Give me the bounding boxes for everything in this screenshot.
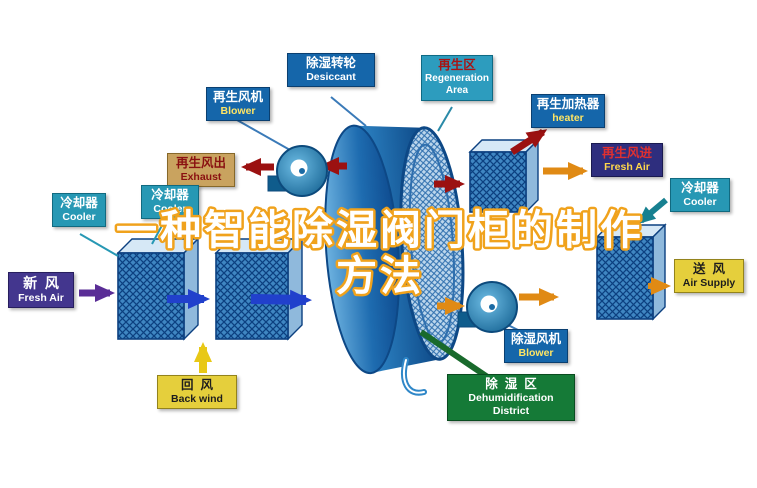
label-regen-heater-en: heater	[552, 112, 584, 125]
label-regeneration-area-en: Regeneration Area	[425, 73, 489, 97]
label-regen-blower-zh: 再生风机	[212, 90, 263, 104]
air-unit-center	[214, 237, 304, 341]
label-dehumid-district-en1: Dehumidification	[468, 392, 554, 405]
label-dehumid-blower-en: Blower	[518, 347, 554, 360]
label-regen-blower-en: Blower	[220, 105, 256, 118]
arrow-cooler-to-box	[637, 197, 668, 225]
air-unit-left	[116, 237, 200, 341]
regen-unit-box	[468, 138, 540, 214]
label-regen-heater-zh: 再生加热器	[536, 97, 600, 111]
label-regen-fresh-air-en: Fresh Air	[604, 161, 650, 174]
label-exhaust: 再生风出 Exhaust	[167, 153, 235, 188]
label-cooler-mid-en: Cooler	[153, 203, 187, 216]
desiccant-wheel	[324, 124, 465, 375]
label-air-supply-zh: 送 风	[693, 262, 725, 276]
label-dehumid-district: 除 湿 区 Dehumidification District	[447, 374, 575, 421]
label-cooler-right-zh: 冷却器	[681, 181, 719, 195]
label-regeneration-area: 再生区 Regeneration Area	[421, 55, 493, 101]
label-cooler-right-en: Cooler	[683, 196, 717, 209]
label-desiccant-en: Desiccant	[306, 71, 356, 84]
label-back-wind: 回 风 Back wind	[157, 375, 237, 410]
label-dehumid-blower: 除湿风机 Blower	[504, 329, 568, 364]
label-dehumid-blower-zh: 除湿风机	[510, 332, 561, 346]
supply-unit-box	[595, 223, 667, 321]
ribbon-flourish-icon	[401, 357, 427, 396]
label-desiccant-zh: 除湿转轮	[305, 56, 356, 70]
label-cooler-mid-zh: 冷却器	[151, 188, 189, 202]
label-cooler-mid: 冷却器 Cooler	[141, 185, 199, 220]
label-back-wind-en: Back wind	[171, 393, 223, 406]
label-dehumid-district-zh: 除 湿 区	[485, 377, 537, 391]
airflow-arrows	[79, 129, 671, 373]
dehumid-fan	[457, 281, 518, 333]
label-fresh-air-zh: 新 风	[23, 275, 59, 291]
label-exhaust-en: Exhaust	[180, 171, 222, 184]
label-regen-fresh-air: 再生风进 Fresh Air	[591, 143, 663, 178]
label-air-supply: 送 风 Air Supply	[674, 259, 744, 294]
label-regen-fresh-air-zh: 再生风进	[601, 146, 652, 160]
label-fresh-air: 新 风 Fresh Air	[8, 272, 74, 308]
label-fresh-air-en: Fresh Air	[18, 292, 64, 305]
regen-fan	[267, 145, 328, 197]
label-back-wind-zh: 回 风	[181, 378, 213, 392]
label-exhaust-zh: 再生风出	[175, 156, 226, 170]
label-desiccant: 除湿转轮 Desiccant	[287, 53, 375, 88]
label-cooler-left-zh: 冷却器	[60, 196, 98, 210]
arrow-box-to-heater	[510, 129, 548, 155]
label-regen-blower: 再生风机 Blower	[206, 87, 270, 122]
pointer-lines	[79, 96, 533, 381]
label-air-supply-en: Air Supply	[682, 277, 736, 290]
label-cooler-left: 冷却器 Cooler	[52, 193, 106, 228]
label-regeneration-area-zh: 再生区	[438, 58, 476, 72]
label-cooler-left-en: Cooler	[62, 211, 96, 224]
label-regen-heater: 再生加热器 heater	[531, 94, 605, 129]
arrow-unit2-to-wheel	[250, 289, 312, 310]
label-cooler-right: 冷却器 Cooler	[670, 178, 730, 213]
label-dehumid-district-en2: District	[492, 405, 530, 418]
